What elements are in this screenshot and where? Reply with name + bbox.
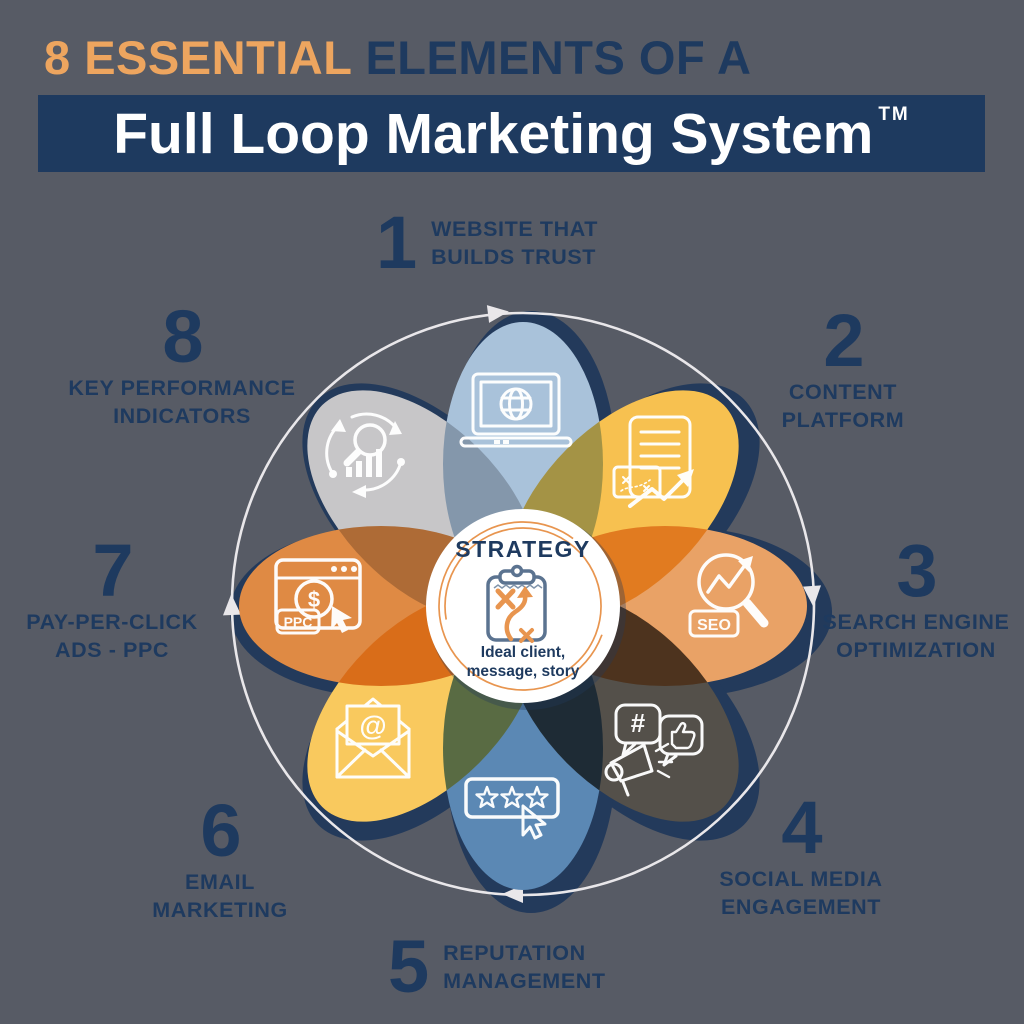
strategy-subtitle-line2: message, story xyxy=(466,662,580,680)
element-label-5: 5 REPUTATION MANAGEMENT xyxy=(388,925,606,1008)
banner-text: Full Loop Marketing System xyxy=(113,101,874,166)
element-number-8: 8 xyxy=(162,295,203,378)
title-rest: ELEMENTS OF A xyxy=(365,31,752,84)
element-2-line2: PLATFORM xyxy=(781,408,905,433)
element-number-3: 3 xyxy=(896,529,937,612)
trademark-symbol: TM xyxy=(878,104,910,125)
element-8-line1: KEY PERFORMANCE xyxy=(68,375,296,400)
element-label-8: 8 KEY PERFORMANCE INDICATORS xyxy=(68,295,296,431)
content-document-icon xyxy=(612,415,694,508)
social-engagement-icon: # xyxy=(604,703,704,797)
element-4-line1: SOCIAL MEDIA xyxy=(719,866,883,891)
element-number-7: 7 xyxy=(92,529,133,612)
element-2-line1: CONTENT xyxy=(788,379,898,404)
strategy-clipboard-icon xyxy=(486,564,547,643)
laptop-globe-icon xyxy=(459,372,573,448)
element-3-line1: SEARCH ENGINE xyxy=(822,609,1010,634)
element-label-6: 6 EMAIL MARKETING xyxy=(152,789,288,925)
at-sign-glyph: @ xyxy=(359,710,386,741)
seo-badge-text: SEO xyxy=(697,617,731,634)
element-label-2: 2 CONTENT PLATFORM xyxy=(781,299,905,435)
center-hub xyxy=(426,509,626,710)
star-rating-icon xyxy=(464,777,560,840)
element-5-line2: MANAGEMENT xyxy=(443,969,606,994)
banner: Full Loop Marketing System TM xyxy=(38,95,985,172)
strategy-subtitle: Ideal client, message, story xyxy=(467,644,580,682)
orbit-arrow-left-icon xyxy=(223,594,241,616)
element-number-5: 5 xyxy=(388,925,429,1008)
element-label-3: 3 SEARCH ENGINE OPTIMIZATION xyxy=(822,529,1010,665)
ppc-browser-icon: $ PPC xyxy=(274,558,362,635)
seo-magnifier-icon: SEO xyxy=(688,553,769,638)
element-number-1: 1 xyxy=(376,201,417,284)
element-7-line1: PAY-PER-CLICK xyxy=(26,609,198,634)
center-ring-outer xyxy=(438,521,608,691)
hashtag-glyph: # xyxy=(631,708,646,738)
orbit-arrow-right-icon xyxy=(803,585,821,607)
element-number-6: 6 xyxy=(200,789,241,872)
element-label-7: 7 PAY-PER-CLICK ADS - PPC xyxy=(26,529,198,665)
element-4-line2: ENGAGEMENT xyxy=(720,895,882,920)
element-number-4: 4 xyxy=(781,786,822,869)
strategy-label: STRATEGY xyxy=(455,536,591,562)
element-number-2: 2 xyxy=(823,299,864,382)
strategy-subtitle-line1: Ideal client, xyxy=(480,644,566,661)
element-label-4: 4 SOCIAL MEDIA ENGAGEMENT xyxy=(719,786,883,922)
element-1-line1: WEBSITE THAT xyxy=(431,217,598,241)
center-ring-inner xyxy=(444,527,602,685)
element-7-line2: ADS - PPC xyxy=(54,638,170,663)
petal-icons: SEO # xyxy=(274,372,769,840)
element-5-line1: REPUTATION xyxy=(443,941,586,965)
element-6-line1: EMAIL xyxy=(185,869,255,894)
ppc-badge-text: PPC xyxy=(284,614,313,630)
element-1-line2: BUILDS TRUST xyxy=(431,245,597,270)
element-6-line2: MARKETING xyxy=(152,898,288,923)
element-3-line2: OPTIMIZATION xyxy=(836,638,996,663)
element-label-1: 1 WEBSITE THAT BUILDS TRUST xyxy=(376,201,598,284)
dollar-glyph: $ xyxy=(308,587,320,612)
orbit-ring xyxy=(223,305,821,903)
orbit-arrow-top-icon xyxy=(486,305,509,323)
email-envelope-icon: @ xyxy=(335,697,411,779)
kpi-analytics-icon xyxy=(325,412,405,498)
title-highlight: 8 ESSENTIAL xyxy=(44,31,353,84)
element-8-line2: INDICATORS xyxy=(113,404,251,429)
